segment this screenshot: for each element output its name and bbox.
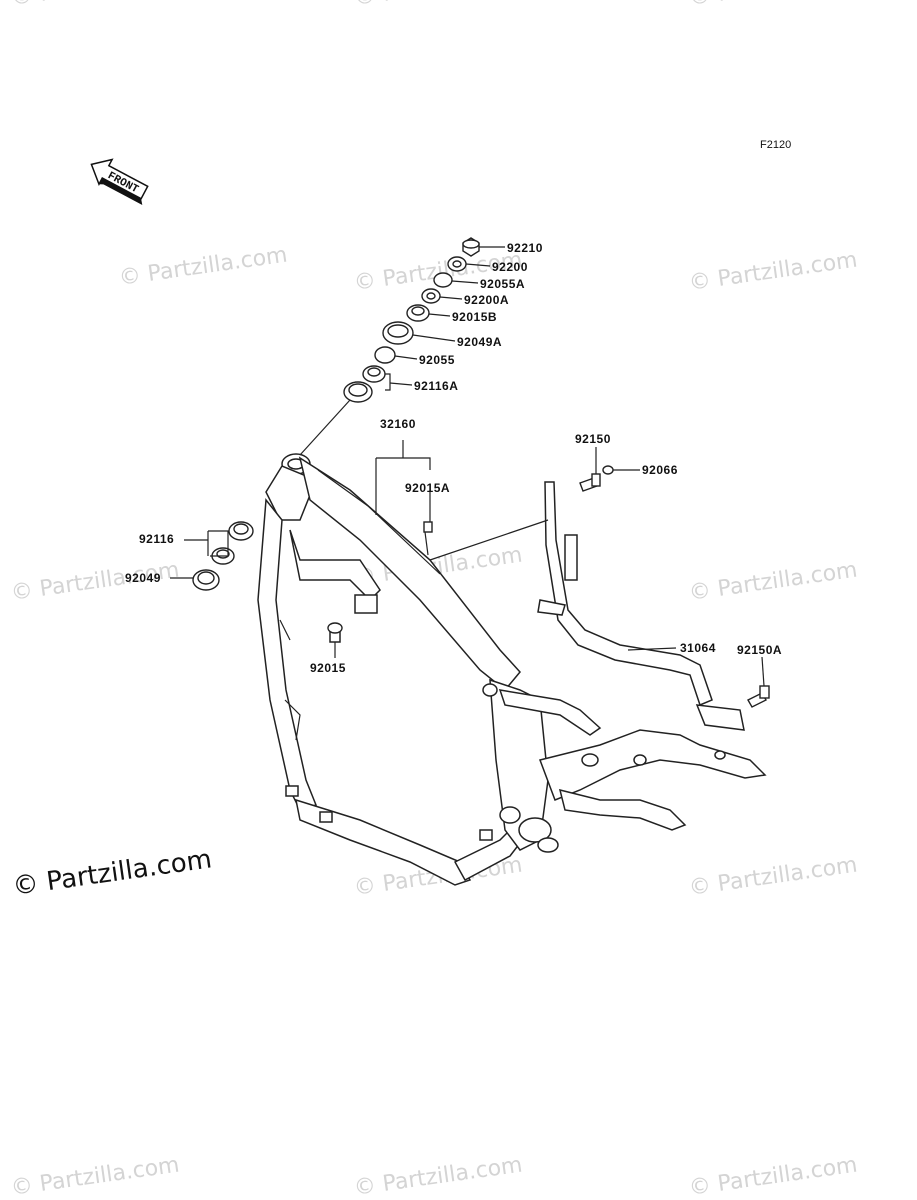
label-92015[interactable]: 92015 [310, 661, 346, 675]
bearing-hole [233, 523, 249, 535]
label-92210[interactable]: 92210 [507, 241, 543, 255]
main-frame-part [257, 453, 767, 886]
label-32160[interactable]: 32160 [380, 417, 416, 431]
watermark: © Partzilla.com [687, 248, 859, 296]
label-92116[interactable]: 92116 [139, 532, 174, 546]
label-92150A[interactable]: 92150A [737, 643, 782, 657]
o-ring-part [374, 346, 396, 364]
steering-stem-stack [343, 237, 480, 403]
washer-92066-part [602, 465, 614, 475]
bolt-92150-head [591, 473, 601, 487]
label-92049A[interactable]: 92049A [457, 335, 502, 349]
bolt-92015A-part [423, 521, 433, 533]
label-92116A[interactable]: 92116A [414, 379, 458, 393]
watermark: © Partzilla.com [352, 1153, 524, 1200]
leader-lines [170, 246, 765, 687]
nut-92015-top [327, 622, 343, 634]
seal-hole [197, 571, 215, 585]
label-92015B[interactable]: 92015B [452, 310, 497, 324]
label-92055[interactable]: 92055 [419, 353, 455, 367]
label-31064[interactable]: 31064 [680, 641, 716, 655]
diagram-code: F2120 [760, 139, 791, 151]
watermark: © Partzilla.com [687, 558, 859, 606]
watermark: © Partzilla.com [687, 0, 859, 11]
bearing-race-hole [216, 549, 230, 559]
washer-hole [452, 260, 462, 268]
part-labels: 92210 92200 92055A 92200A 92015B 92049A … [125, 241, 782, 675]
stem-nut-top [462, 239, 480, 249]
bearing-hole [367, 367, 381, 377]
watermark: © Partzilla.com [9, 0, 181, 11]
label-92055A[interactable]: 92055A [480, 277, 525, 291]
fasteners [579, 465, 770, 708]
washer-hole [426, 292, 436, 300]
bolt-92150A-head [759, 685, 770, 699]
label-92049[interactable]: 92049 [125, 571, 161, 585]
watermark: © Partzilla.com [9, 1153, 181, 1200]
label-92066[interactable]: 92066 [642, 463, 678, 477]
watermark: © Partzilla.com [117, 243, 289, 291]
label-92200[interactable]: 92200 [492, 260, 528, 274]
label-92015A[interactable]: 92015A [405, 481, 450, 495]
watermark: © Partzilla.com [687, 1153, 859, 1200]
seal-hole [387, 324, 409, 338]
front-arrow-icon: FRONT [90, 158, 149, 206]
o-ring-part [433, 272, 453, 288]
label-92200A[interactable]: 92200A [464, 293, 509, 307]
label-92150[interactable]: 92150 [575, 432, 611, 446]
nut-hole [411, 306, 425, 316]
watermark: © Partzilla.com [352, 0, 524, 11]
rear-subframe-part [537, 481, 745, 731]
watermark-large: © Partzilla.com [11, 844, 214, 902]
bearing-race-hole [348, 383, 368, 397]
watermark: © Partzilla.com [687, 853, 859, 901]
